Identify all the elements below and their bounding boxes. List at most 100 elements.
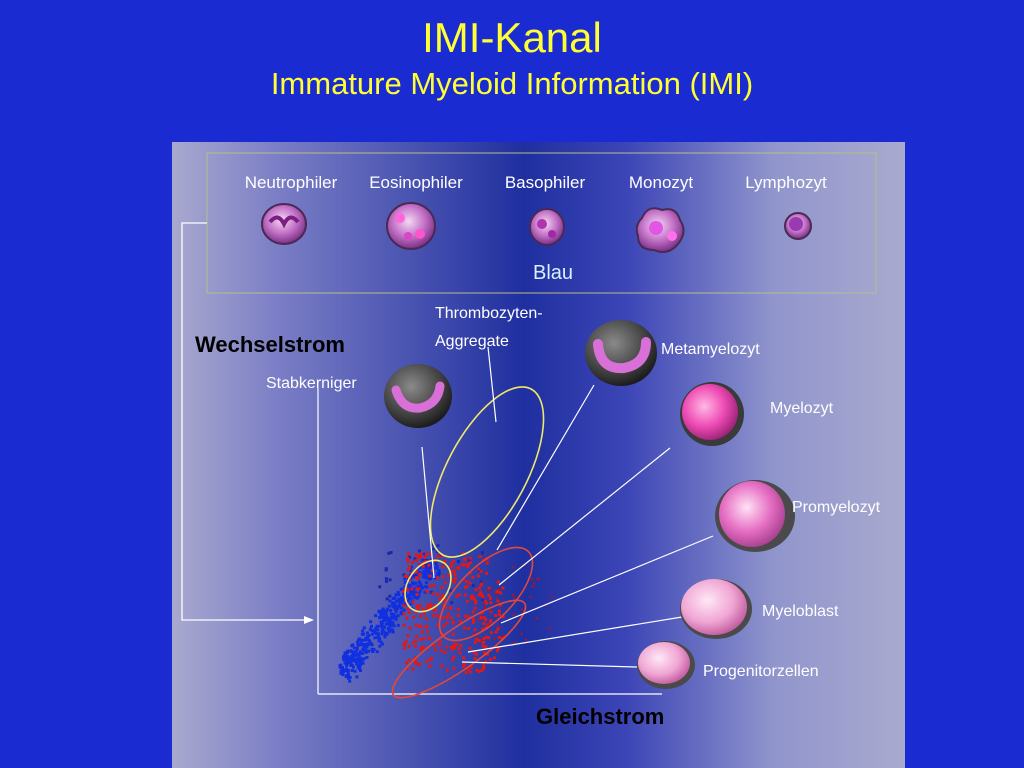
blue-event-dot [370,629,374,632]
red-event-dot [452,666,456,670]
red-event-dot [406,634,410,638]
red-event-dot [414,644,418,648]
red-event-dot [548,627,551,630]
red-event-dot [459,620,463,623]
red-event-dot [464,614,467,618]
red-event-dot [407,552,411,556]
label-thrombozyten-line2: Aggregate [435,333,509,350]
blue-event-dot [357,643,361,647]
blue-event-dot [351,656,355,660]
red-event-dot [436,592,440,596]
blue-event-dot [386,627,390,630]
red-event-dot [418,555,422,559]
red-event-dot [482,664,486,668]
red-event-dot [483,605,486,608]
blue-event-dot [349,657,352,661]
red-event-dot [449,606,453,610]
red-event-dot [414,559,418,562]
blue-event-dot [375,650,379,654]
label-basophiler: Basophiler [505,173,586,192]
red-event-dot [408,626,412,630]
blue-event-dot [370,624,373,628]
red-event-dot [512,641,515,644]
blue-event-dot [359,669,362,672]
blue-event-dot [345,659,349,663]
red-event-dot [426,603,430,606]
blue-event-dot [365,656,369,659]
blue-event-dot [366,635,370,638]
red-event-dot [445,621,449,625]
blue-event-dot [429,572,433,576]
blue-event-dot [425,576,429,580]
blue-event-dot [387,551,391,555]
blue-event-dot [345,664,349,668]
red-event-dot [536,617,539,620]
red-event-dot [473,628,477,632]
label-progenitorzellen: Progenitorzellen [703,663,819,680]
red-event-dot [438,640,442,643]
blue-event-dot [382,630,386,634]
blue-event-dot [346,656,350,660]
blue-event-dot [368,627,372,631]
blue-event-dot [378,616,381,620]
eosinophil-cell-image [386,202,436,250]
connector-arrow [181,222,314,624]
red-event-dot [452,643,456,647]
blue-event-dot [341,673,345,677]
red-event-dot [462,552,465,556]
red-event-dot [489,631,493,635]
red-event-dot [457,647,461,651]
red-event-dot [434,648,438,652]
blue-event-dot [358,652,362,656]
red-event-dot [456,614,460,618]
red-event-dot [442,624,446,628]
blue-event-dot [357,654,361,658]
blue-event-dot [386,607,390,611]
red-event-dot [436,623,440,627]
blue-event-dot [364,648,368,652]
red-event-dot [435,614,439,618]
blue-event-dot [422,575,426,579]
blue-event-dot [348,679,352,683]
red-event-dot [451,569,454,573]
red-event-dot [471,575,475,579]
red-event-dot [423,556,427,559]
red-event-dot [432,644,436,648]
red-event-dot [434,608,438,612]
red-event-dot [520,633,523,636]
red-event-dot [478,555,482,559]
red-event-dot [484,645,488,649]
blue-event-dot [408,555,412,559]
red-event-dot [467,615,471,619]
red-event-dot [494,630,498,634]
red-event-dot [407,645,411,649]
red-event-dot [428,574,432,578]
red-event-dot [408,565,412,569]
red-event-dot [422,637,426,640]
blue-event-dot [347,658,351,662]
blue-event-dot [435,566,439,570]
blue-event-dot [369,620,373,624]
blue-event-dot [426,571,430,575]
blue-event-dot [412,582,416,586]
channel-label-blau: Blau [533,262,573,284]
blue-event-dot [385,617,389,621]
red-event-dot [462,664,465,668]
red-event-dot [483,599,487,603]
blue-event-dot [413,595,417,599]
red-event-dot [416,607,420,610]
red-event-dot [428,664,432,668]
blue-event-dot [419,583,423,587]
blue-event-dot [362,647,366,651]
blue-event-dot [384,622,388,626]
blue-event-dot [394,593,398,597]
blue-event-dot [467,558,471,562]
red-event-dot [480,593,484,597]
red-event-dot [421,564,425,568]
red-event-dot [496,646,500,650]
red-event-dot [426,606,429,610]
red-event-dot [452,559,456,563]
red-event-dot [477,638,481,642]
blue-event-dot [480,551,484,555]
blue-event-dot [391,630,395,634]
